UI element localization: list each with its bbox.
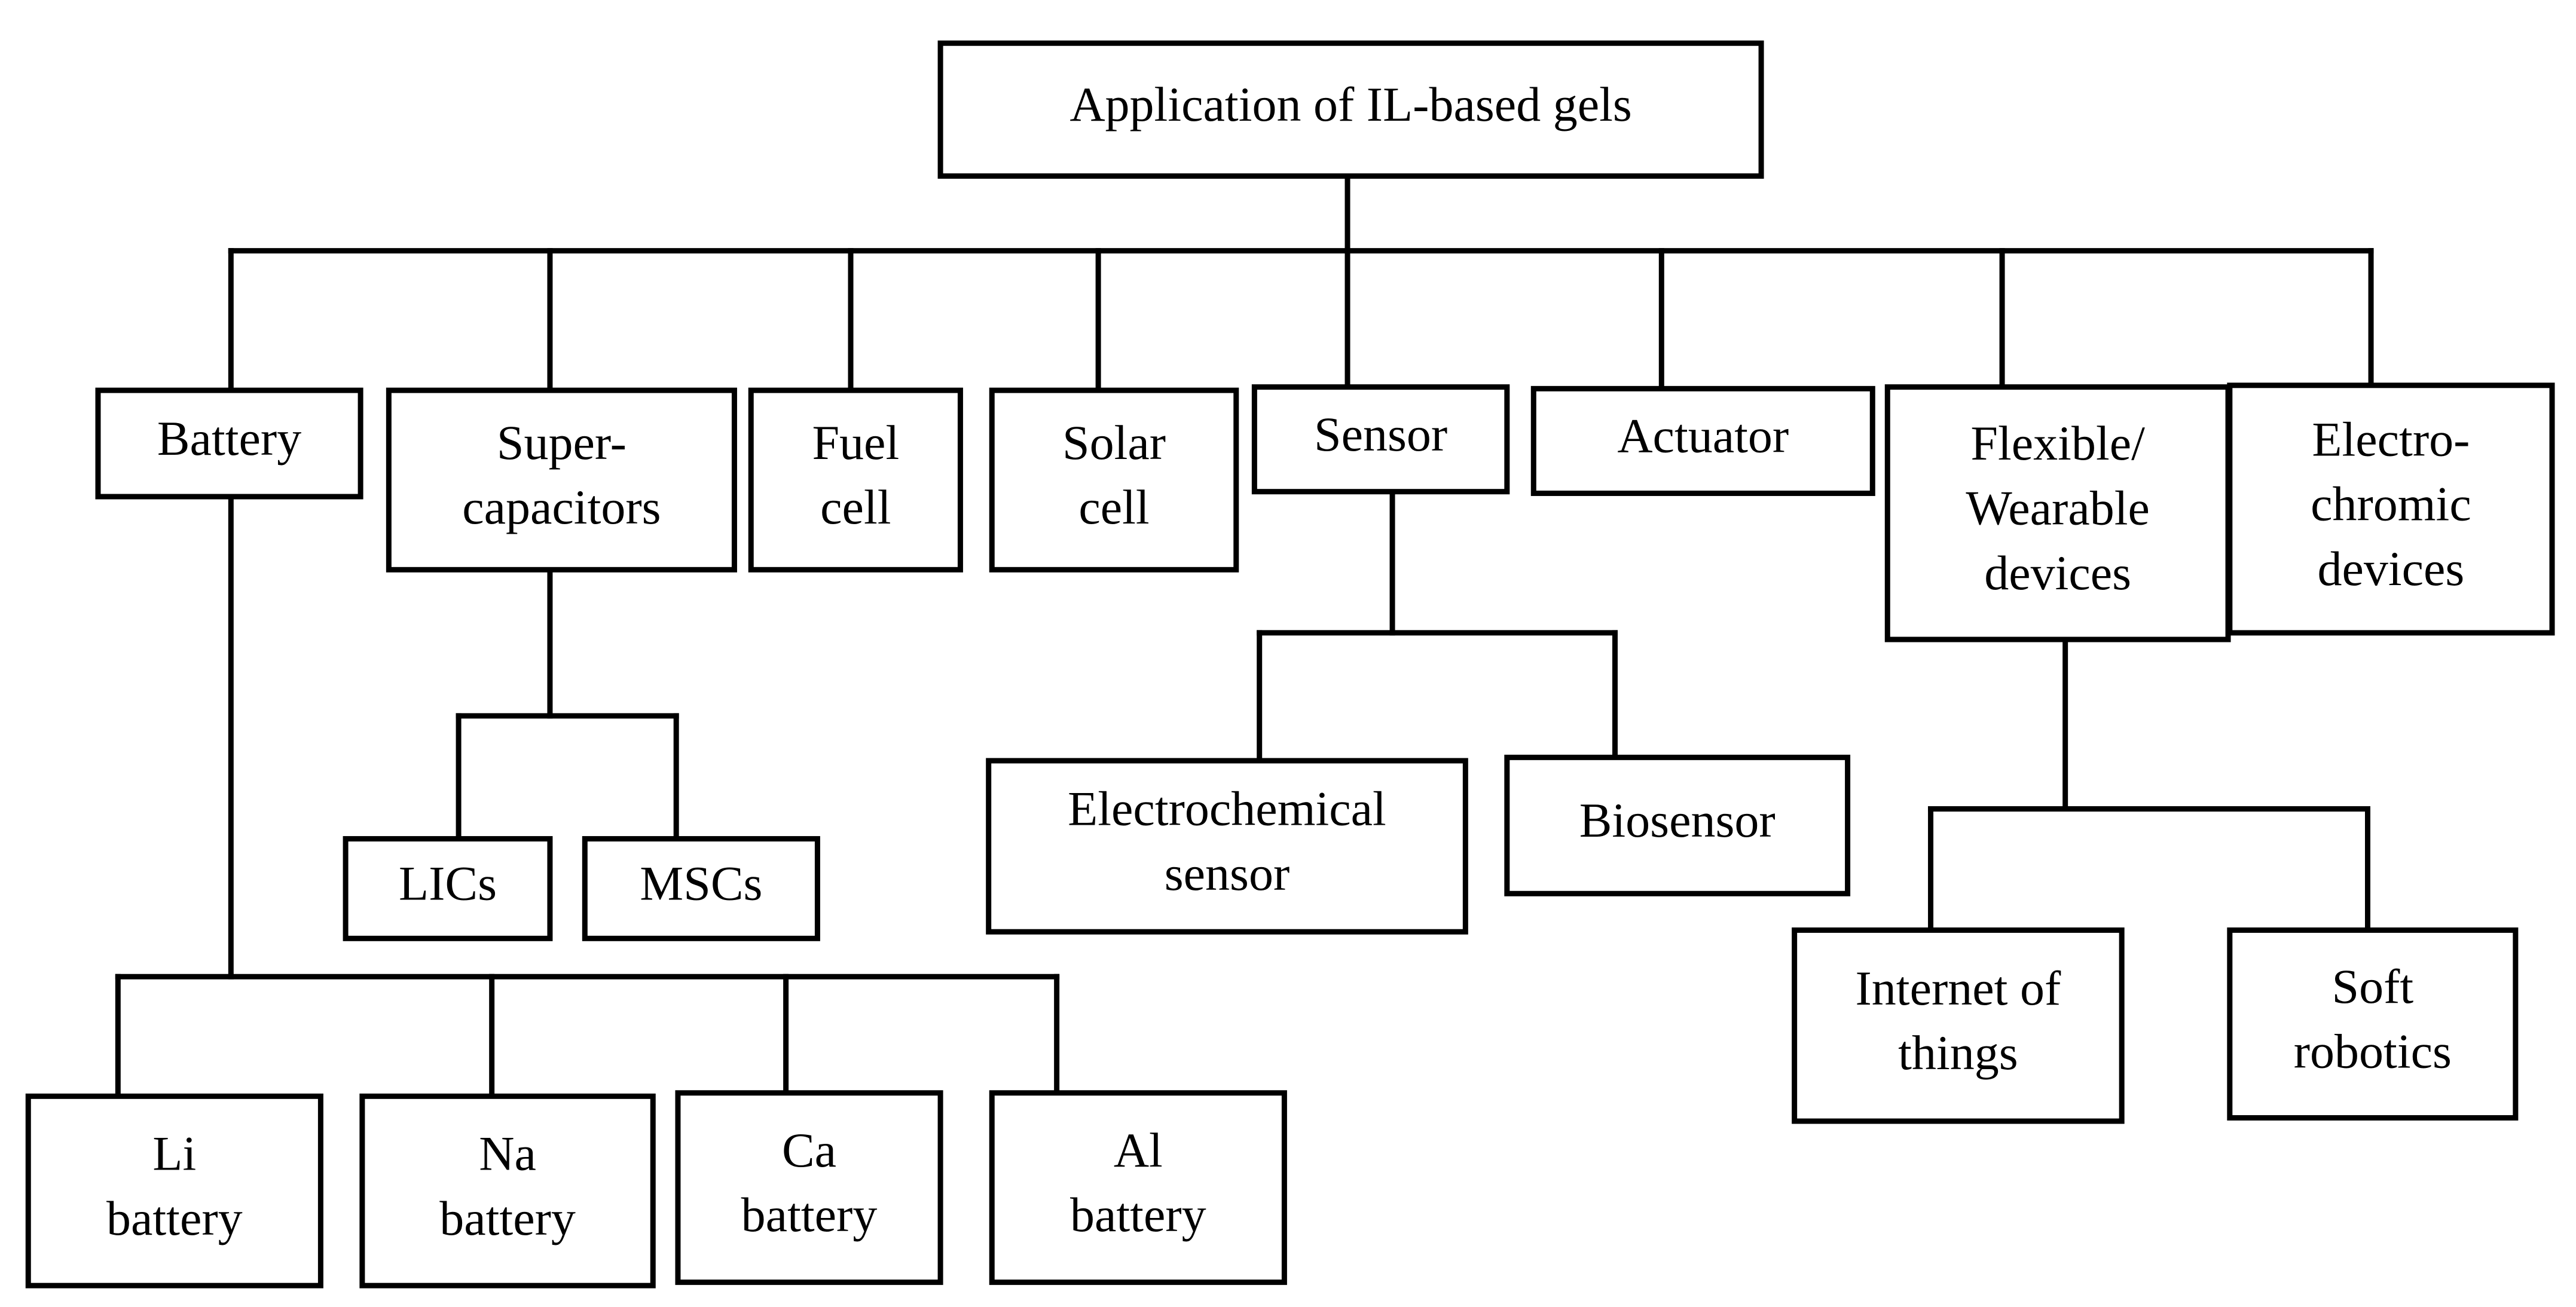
- node-lics: LICs: [343, 836, 553, 941]
- node-label-line: Actuator: [1617, 409, 1789, 463]
- node-solar-cell: Solar cell: [989, 387, 1239, 573]
- node-label-line: devices: [1984, 546, 2131, 600]
- node-ca-battery: Ca battery: [675, 1090, 943, 1285]
- node-label-line: Application of IL-based gels: [1069, 77, 1631, 131]
- node-label-line: Li: [152, 1126, 196, 1180]
- node-label-line: capacitors: [462, 480, 661, 534]
- node-mscs: MSCs: [582, 836, 820, 941]
- node-box: [937, 40, 1764, 179]
- node-box: [989, 387, 1239, 573]
- node-label-line: battery: [741, 1187, 878, 1242]
- node-sensor: Sensor: [1251, 384, 1510, 495]
- node-biosensor: Biosensor: [1504, 754, 1851, 896]
- node-label-line: Flexible/: [1970, 416, 2145, 470]
- node-label-line: Electrochemical: [1068, 782, 1386, 836]
- node-li-battery: Li battery: [25, 1093, 323, 1288]
- node-label-line: Electro-: [2312, 412, 2470, 466]
- node-box: [359, 1093, 656, 1288]
- node-label-line: Wearable: [1966, 481, 2150, 535]
- node-flexible-wearable: Flexible/Wearable devices: [1884, 384, 2231, 642]
- node-battery: Battery: [95, 387, 363, 500]
- node-label-line: things: [1898, 1026, 2018, 1080]
- node-box: [1504, 754, 1851, 896]
- node-label-line: LICs: [399, 856, 497, 911]
- node-label-line: cell: [820, 480, 891, 534]
- node-label-line: MSCs: [640, 856, 762, 911]
- node-label-line: Al: [1114, 1123, 1163, 1177]
- node-fuel-cell: Fuel cell: [748, 387, 963, 573]
- node-box: [386, 387, 737, 573]
- node-box: [1884, 384, 2231, 642]
- node-label-line: battery: [1070, 1187, 1206, 1242]
- node-label-line: Solar: [1062, 415, 1166, 470]
- node-label-line: Super-: [497, 415, 627, 470]
- node-root: Application of IL-based gels: [937, 40, 1764, 179]
- node-box: [2227, 927, 2519, 1121]
- node-label-line: robotics: [2294, 1024, 2452, 1078]
- node-box: [582, 836, 820, 941]
- node-label-line: Sensor: [1314, 407, 1447, 461]
- node-electrochromic: Electro-chromic devices: [2227, 382, 2555, 636]
- node-label-line: devices: [2317, 541, 2464, 596]
- node-soft-robotics: Soft robotics: [2227, 927, 2519, 1121]
- node-box: [1530, 385, 1875, 496]
- node-label-line: sensor: [1165, 846, 1290, 901]
- node-label-line: Biosensor: [1579, 793, 1776, 847]
- node-label-line: Internet of: [1856, 961, 2061, 1015]
- node-label-line: Ca: [782, 1123, 836, 1177]
- node-actuator: Actuator: [1530, 385, 1875, 496]
- node-box: [95, 387, 363, 500]
- node-box: [25, 1093, 323, 1288]
- node-label-line: battery: [439, 1191, 576, 1245]
- node-label-line: Battery: [157, 411, 301, 466]
- node-box: [1251, 384, 1510, 495]
- node-label-line: chromic: [2311, 477, 2471, 531]
- node-electrochemical-sensor: Electrochemical sensor: [986, 758, 1468, 935]
- node-box: [748, 387, 963, 573]
- node-box: [343, 836, 553, 941]
- node-label-line: Na: [479, 1126, 536, 1180]
- node-box: [989, 1090, 1287, 1285]
- node-label-line: battery: [106, 1191, 243, 1245]
- node-al-battery: Al battery: [989, 1090, 1287, 1285]
- node-supercapacitors: Super-capacitors: [386, 387, 737, 573]
- node-internet-of-things: Internet of things: [1792, 927, 2125, 1124]
- node-box: [986, 758, 1468, 935]
- node-box: [2227, 382, 2555, 636]
- node-na-battery: Na battery: [359, 1093, 656, 1288]
- node-label-line: Fuel: [812, 415, 899, 470]
- node-label-line: cell: [1078, 480, 1149, 534]
- node-label-line: Soft: [2331, 959, 2413, 1014]
- node-box: [675, 1090, 943, 1285]
- node-box: [1792, 927, 2125, 1124]
